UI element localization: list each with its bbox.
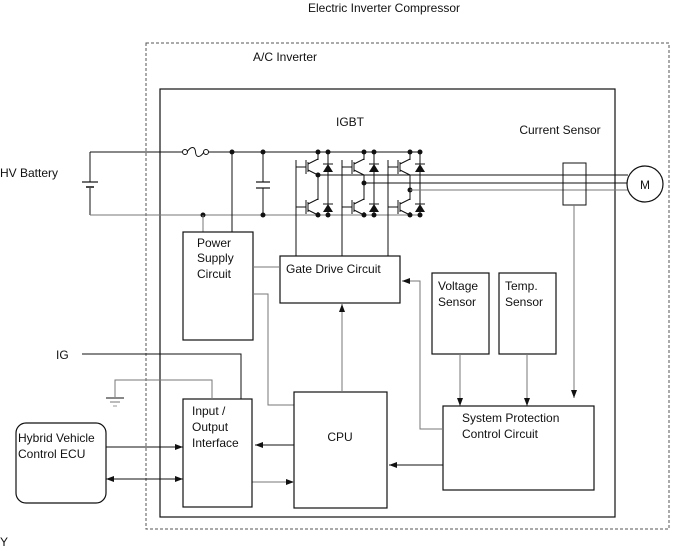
io-label-3: Interface (192, 436, 239, 450)
gate-drive-circuit-block (279, 255, 401, 304)
diagram-title: Electric Inverter Compressor (308, 1, 460, 15)
ig-line (82, 353, 242, 399)
igbt-transistor-icon (388, 198, 411, 216)
power-supply-circuit-block (182, 231, 254, 341)
igbt-transistor-icon (342, 158, 365, 176)
io-label-2: Output (192, 420, 229, 434)
temp-sensor-label-1: Temp. (505, 279, 538, 293)
hv-battery-label: HV Battery (0, 166, 58, 180)
io-label-1: Input / (192, 404, 226, 418)
diode-icon (415, 164, 425, 172)
temp-sensor-block (498, 272, 557, 355)
power-supply-label-3: Circuit (197, 267, 232, 281)
system-protection-label-2: Control Circuit (462, 427, 539, 441)
diode-icon (323, 164, 333, 172)
igbt-label: IGBT (336, 115, 365, 129)
diode-icon (369, 204, 379, 212)
ig-label: IG (56, 348, 69, 362)
system-protection-block (442, 405, 595, 491)
voltage-sensor-block (431, 272, 490, 355)
diode-icon (369, 164, 379, 172)
footer-mark: Y (0, 535, 8, 546)
igbt-transistor-icon (296, 158, 319, 176)
capacitor-icon (256, 152, 270, 215)
current-sensor (562, 162, 587, 206)
power-supply-label-2: Supply (197, 251, 234, 265)
system-protection-label-1: System Protection (462, 411, 559, 425)
temp-sensor-label-2: Sensor (505, 295, 543, 309)
igbt-bridge (295, 149, 425, 218)
igbt-transistor-icon (342, 198, 365, 216)
compressor-boundary (145, 42, 670, 530)
io-interface-block (182, 398, 253, 508)
diode-icon (415, 204, 425, 212)
inverter-boundary (159, 88, 616, 518)
current-sensor-label: Current Sensor (519, 123, 600, 137)
voltage-sensor-label-2: Sensor (438, 295, 476, 309)
ecu-label-1: Hybrid Vehicle (18, 431, 95, 445)
battery-icon (82, 152, 98, 215)
cpu-block (293, 391, 388, 509)
fuse-icon (182, 147, 209, 157)
ecu-label-2: Control ECU (18, 447, 85, 461)
power-supply-label-1: Power (197, 236, 231, 250)
ground-icon (106, 397, 124, 407)
svg-text:M: M (640, 178, 650, 192)
voltage-sensor-label-1: Voltage (438, 279, 478, 293)
diode-icon (323, 204, 333, 212)
igbt-transistor-icon (296, 198, 319, 216)
inverter-label: A/C Inverter (253, 50, 317, 64)
igbt-transistor-icon (388, 158, 411, 176)
motor-icon: M (626, 165, 664, 203)
gate-drive-label: Gate Drive Circuit (286, 262, 381, 276)
cpu-label: CPU (327, 430, 352, 444)
hybrid-vehicle-ecu-block (15, 422, 107, 504)
